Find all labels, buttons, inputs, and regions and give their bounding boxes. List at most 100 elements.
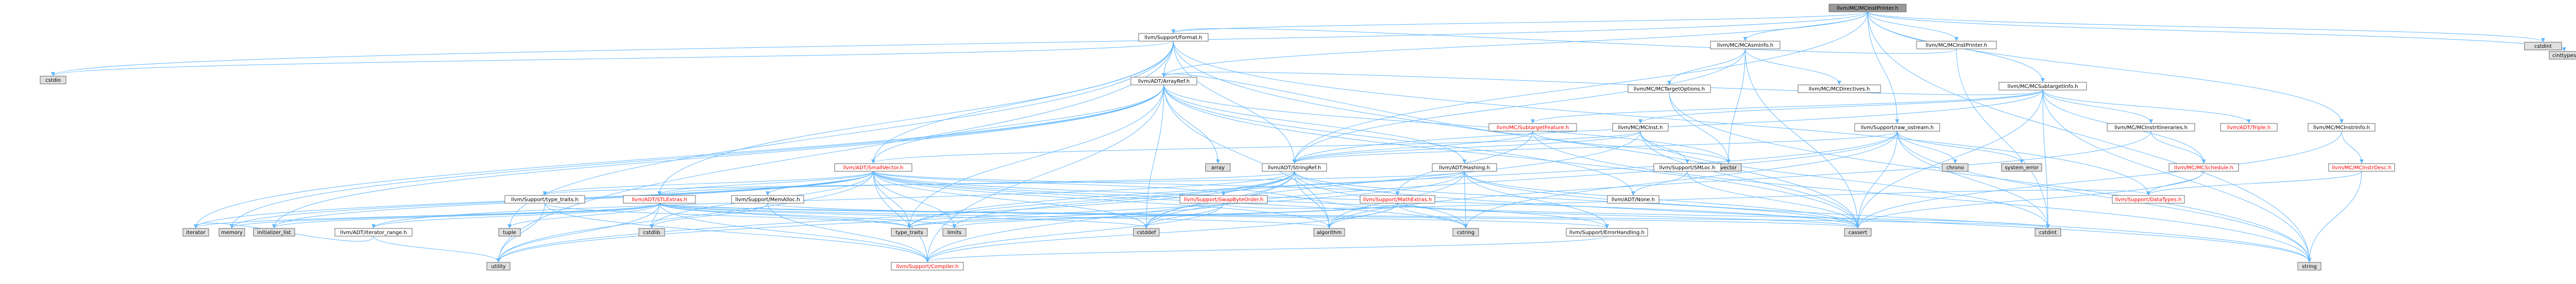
graph-node-instrinfo[interactable]: llvm/MC/MCInstrInfo.h (2308, 123, 2376, 132)
dependency-edge (657, 171, 874, 196)
graph-node-iterrange[interactable]: llvm/ADT/iterator_range.h (334, 228, 413, 237)
dependency-edge (1897, 131, 1957, 164)
graph-node-rawostream[interactable]: llvm/Support/raw_ostream.h (1854, 123, 1940, 132)
graph-node-subtarget[interactable]: llvm/MC/MCSubtargetInfo.h (1998, 82, 2087, 91)
graph-node-cinttypes: cinttypes (2549, 51, 2576, 60)
node-label: llvm/ADT/ArrayRef.h (1138, 79, 1190, 84)
dependency-edge (1163, 84, 1467, 164)
graph-node-memory: memory (218, 228, 245, 237)
graph-node-datatypes[interactable]: llvm/Support/DataTypes.h (2112, 195, 2185, 204)
node-box (1653, 163, 1721, 172)
node-box (1628, 84, 1711, 93)
graph-node-root[interactable]: llvm/MC/MCInstPrinter.h (1828, 4, 1907, 12)
dependency-edge (1669, 92, 2312, 262)
node-box (2001, 163, 2042, 172)
node-label: llvm/ADT/iterator_range.h (340, 230, 406, 236)
dependency-edge (1163, 84, 1331, 228)
graph-node-none[interactable]: llvm/ADT/None.h (1607, 195, 1659, 204)
dependency-edge (1327, 131, 2151, 228)
graph-node-asminfo[interactable]: llvm/MC/MCAsmInfo.h (1710, 41, 1781, 49)
graph-node-stringref[interactable]: llvm/ADT/StringRef.h (1262, 163, 1327, 172)
graph-node-instrdesc[interactable]: llvm/MC/MCInstrDesc.h (2328, 163, 2395, 172)
node-label: llvm/Support/MathExtras.h (1363, 197, 1432, 203)
graph-node-memalloc[interactable]: llvm/Support/MemAlloc.h (731, 195, 804, 204)
graph-node-typetraits-s[interactable]: llvm/Support/type_traits.h (504, 195, 585, 204)
dependency-edge (194, 203, 660, 228)
dependency-edge (1532, 131, 2312, 262)
graph-node-subfeature[interactable]: llvm/MC/SubtargetFeature.h (1488, 123, 1577, 132)
node-label: llvm/MC/MCInstPrinter.h (1837, 6, 1898, 11)
dependency-edge (1171, 28, 1957, 54)
graph-node-swapbyte[interactable]: llvm/Support/SwapByteOrder.h (1179, 195, 1268, 204)
node-label: llvm/MC/SubtargetFeature.h (1497, 125, 1569, 131)
dependency-edge (659, 203, 2050, 228)
node-box (942, 228, 967, 237)
graph-node-algorithm: algorithm (1313, 228, 1345, 237)
node-box (1710, 41, 1781, 49)
node-label: cstdio (45, 78, 61, 83)
node-box (1844, 228, 1872, 237)
node-label: llvm/Support/DataTypes.h (2115, 197, 2181, 203)
graph-node-instprinter[interactable]: llvm/MC/MCInstPrinter.h (1916, 41, 1997, 49)
dependency-edge (1294, 171, 1331, 228)
graph-node-fmt[interactable]: llvm/Support/Format.h (1138, 33, 1209, 42)
dependency-edge (871, 84, 1164, 164)
dependency-edge (1294, 171, 1860, 228)
dependency-edge (1745, 48, 1841, 85)
graph-node-triple[interactable]: llvm/ADT/Triple.h (2220, 123, 2278, 132)
dependency-edge (1667, 48, 1745, 85)
dependency-edge (1171, 11, 1868, 33)
node-label: iterator (186, 230, 206, 236)
dependency-edge (2042, 90, 2312, 262)
dependency-edge (1292, 131, 1533, 164)
dependency-edge (1144, 84, 1164, 228)
node-box (2107, 123, 2195, 132)
node-box (1432, 163, 1497, 172)
graph-node-mcinst[interactable]: llvm/MC/MCInst.h (1612, 123, 1669, 132)
dependency-edge (545, 203, 911, 228)
graph-node-smloc[interactable]: llvm/Support/SMLoc.h (1653, 163, 1721, 172)
dependency-edge (1687, 171, 1860, 228)
graph-node-mcschedule[interactable]: llvm/MC/MCSchedule.h (2168, 163, 2239, 172)
node-box (2549, 51, 2576, 60)
node-box (2168, 163, 2239, 172)
graph-node-instritin[interactable]: llvm/MC/MCInstrItineraries.h (2107, 123, 2195, 132)
node-box (1998, 82, 2087, 91)
graph-node-smallvector[interactable]: llvm/ADT/SmallVector.h (834, 163, 912, 172)
graph-node-stlextras[interactable]: llvm/ADT/STLExtras.h (623, 195, 696, 204)
dependency-edge (1292, 48, 1745, 164)
graph-node-hashing[interactable]: llvm/ADT/Hashing.h (1432, 163, 1497, 172)
dependency-edge (1173, 41, 1297, 164)
graph-node-tuple: tuple (498, 228, 521, 237)
dependency-edge (873, 171, 1148, 228)
dependency-edge (1292, 131, 1641, 164)
dependency-edge (496, 171, 1295, 262)
graph-node-mathextras[interactable]: llvm/Support/MathExtras.h (1360, 195, 1435, 204)
node-box (1452, 228, 1479, 237)
dependency-edge (496, 171, 1465, 262)
graph-node-errhandling[interactable]: llvm/Support/ErrorHandling.h (1566, 228, 1648, 237)
graph-node-cstdint: cstdint (2035, 228, 2061, 237)
node-box (1133, 228, 1160, 237)
node-box (731, 195, 804, 204)
node-box (2524, 42, 2562, 50)
dependency-edge (1956, 48, 2050, 228)
graph-node-initlist: initializer_list (253, 228, 295, 237)
dependency-edge (1856, 90, 2043, 228)
graph-node-cstdio: cstdio (40, 76, 66, 84)
dependency-edge (871, 41, 1174, 164)
node-box (1942, 163, 1969, 172)
graph-node-targetopts[interactable]: llvm/MC/MCTargetOptions.h (1628, 84, 1711, 93)
dependency-edge (1292, 90, 2043, 164)
node-label: llvm/MC/MCSchedule.h (2174, 165, 2233, 171)
graph-node-mcdirectives[interactable]: llvm/MC/MCDirectives.h (1798, 84, 1881, 93)
graph-node-cassert: cassert (1844, 228, 1872, 237)
graph-node-cstdint-r: cstdint (2524, 42, 2562, 50)
graph-node-arrayref[interactable]: llvm/ADT/ArrayRef.h (1130, 77, 1197, 85)
dependency-edge (2307, 171, 2362, 262)
graph-node-compiler[interactable]: llvm/Support/Compiler.h (891, 262, 964, 271)
node-box (334, 228, 413, 237)
dependency-edge (873, 171, 1468, 228)
dependency-edge (1867, 11, 2566, 51)
dependency-edge (373, 236, 501, 262)
